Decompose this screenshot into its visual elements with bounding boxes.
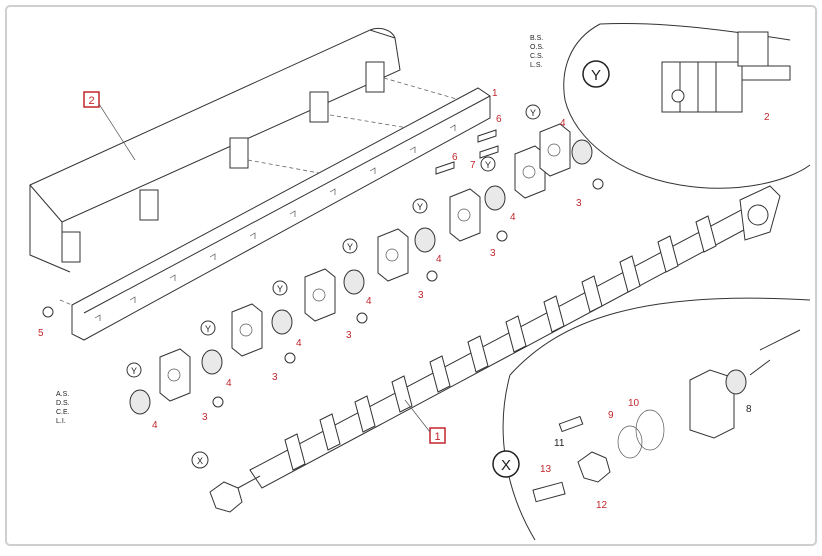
- label-part-7: 7: [470, 160, 476, 171]
- bearing-block-group: [159, 123, 571, 402]
- callout-y-3: Y: [277, 284, 283, 294]
- rail-part-1: [59, 87, 491, 341]
- note-bottom-1: A.S.: [56, 391, 69, 398]
- detail-y-callout-text: Y: [591, 67, 601, 84]
- label-part-3-a: 3: [576, 198, 582, 209]
- label-box-1: [429, 427, 446, 444]
- label-part-6-a: 6: [496, 114, 502, 125]
- label-box-2: [83, 91, 100, 108]
- callout-y-2: Y: [205, 324, 211, 334]
- note-top-3: C.S.: [530, 53, 544, 60]
- label-part-9: 9: [608, 410, 614, 421]
- housing-part-2: [29, 27, 461, 273]
- label-part-5: 5: [38, 328, 44, 339]
- label-part-10: 10: [628, 398, 640, 409]
- label-part-4-c: 4: [436, 254, 442, 265]
- label-part-12: 12: [596, 500, 608, 511]
- callout-y-1: Y: [131, 366, 137, 376]
- label-box-1-text: 1: [434, 431, 440, 443]
- note-bottom-2: D.S.: [56, 400, 70, 407]
- detail-y-callout: [582, 60, 610, 88]
- callout-y-7: Y: [530, 108, 536, 118]
- label-part-3-c: 3: [418, 290, 424, 301]
- label-part-4-d: 4: [366, 296, 372, 307]
- label-box-2-text: 2: [88, 95, 94, 107]
- callout-x-small-text: X: [197, 456, 203, 466]
- label-part-11: 11: [554, 438, 565, 449]
- note-bottom-3: C.E.: [56, 409, 70, 416]
- label-part-13: 13: [540, 464, 552, 475]
- label-part-2: 2: [764, 112, 770, 123]
- label-part-4-g: 4: [152, 420, 158, 431]
- label-part-1: 1: [492, 88, 498, 99]
- callout-y-markers: [126, 104, 541, 378]
- detail-x-view: [502, 297, 811, 541]
- note-top-1: B.S.: [530, 35, 543, 42]
- label-part-8: 8: [746, 404, 752, 415]
- note-bottom-4: L.I.: [56, 418, 66, 425]
- detail-x-callout: [492, 450, 520, 478]
- note-top-4: L.S.: [530, 62, 543, 69]
- finger-shaft-assembly: [249, 185, 781, 489]
- callout-x-small: [191, 451, 209, 469]
- callout-y-6: Y: [485, 160, 491, 170]
- label-part-4-a: 4: [560, 118, 566, 129]
- note-top-2: O.S.: [530, 44, 544, 51]
- bushing-group: [129, 139, 593, 415]
- label-part-3-d: 3: [346, 330, 352, 341]
- label-part-3-e: 3: [272, 372, 278, 383]
- bolt-group: [435, 129, 499, 175]
- coupling-left: [209, 475, 261, 513]
- screw-group: [42, 178, 604, 408]
- label-part-4-b: 4: [510, 212, 516, 223]
- label-part-3-f: 3: [202, 412, 208, 423]
- detail-x-callout-text: X: [501, 457, 511, 474]
- detail-y-view: [563, 23, 811, 189]
- label-part-6-b: 6: [452, 152, 458, 163]
- label-part-4-f: 4: [226, 378, 232, 389]
- callout-y-5: Y: [417, 202, 423, 212]
- label-part-3-b: 3: [490, 248, 496, 259]
- label-part-4-e: 4: [296, 338, 302, 349]
- callout-y-4: Y: [347, 242, 353, 252]
